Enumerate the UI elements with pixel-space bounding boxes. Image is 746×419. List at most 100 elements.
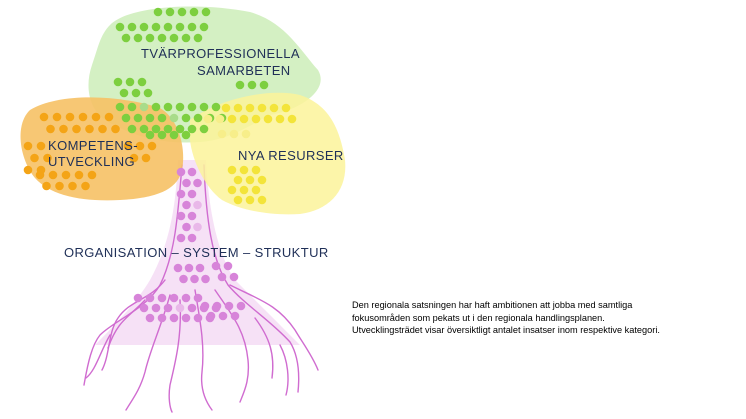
description-line: Den regionala satsningen har haft ambiti…	[352, 300, 633, 310]
dot-org	[145, 293, 155, 303]
dot-org	[175, 303, 185, 313]
dot-kompetens	[23, 141, 33, 151]
dot-nya	[269, 103, 279, 113]
dot-kompetens	[39, 112, 49, 122]
dot-tvarpro	[153, 7, 163, 17]
dot-kompetens	[48, 170, 58, 180]
dot-tvarpro	[139, 22, 149, 32]
dot-kompetens	[43, 153, 52, 163]
dot-tvarpro	[175, 124, 185, 134]
dot-kompetens	[61, 170, 71, 180]
dot-org	[176, 189, 186, 199]
dot-tvarpro	[127, 102, 137, 112]
dot-kompetens	[78, 112, 88, 122]
dot-tvarpro	[177, 7, 187, 17]
dot-tvarpro	[181, 113, 191, 123]
dot-org	[133, 293, 143, 303]
dot-org	[187, 233, 197, 243]
dot-kompetens	[23, 165, 33, 175]
dot-tvarpro	[115, 102, 125, 112]
dot-tvarpro	[133, 33, 143, 43]
dot-org	[163, 303, 173, 313]
description-line: Utvecklingsträdet visar översiktligt ant…	[352, 325, 660, 335]
dot-nya	[239, 185, 249, 195]
dot-tvarpro	[193, 33, 203, 43]
dot-nya	[257, 175, 267, 185]
dot-kompetens	[30, 153, 39, 163]
dot-org	[224, 301, 234, 311]
dot-org	[176, 211, 186, 221]
dot-tvarpro	[189, 7, 199, 17]
dot-tvarpro	[169, 33, 179, 43]
dot-tvarpro	[187, 124, 197, 134]
dot-nya	[257, 103, 267, 113]
label-nya-resurser: NYA RESURSER	[238, 148, 344, 163]
dot-kompetens	[36, 141, 46, 151]
dot-nya	[239, 114, 249, 124]
dot-tvarpro	[199, 124, 209, 134]
dot-org	[145, 313, 155, 323]
dot-tvarpro	[151, 22, 161, 32]
dot-kompetens	[147, 141, 157, 151]
label-tvarprofessionella-line1: TVÄRPROFESSIONELLA	[141, 46, 300, 61]
dot-nya	[251, 165, 261, 175]
dot-tvarpro	[187, 102, 197, 112]
dot-org	[195, 263, 205, 273]
dot-tvarpro	[235, 80, 245, 90]
dot-tvarpro	[127, 22, 137, 32]
dot-tvarpro	[165, 7, 175, 17]
dot-kompetens	[65, 112, 75, 122]
dot-org	[193, 313, 203, 323]
dot-org	[139, 303, 149, 313]
blob-nya-resurser	[190, 92, 346, 215]
dot-kompetens	[111, 124, 120, 134]
dot-org	[212, 301, 222, 311]
dot-tvarpro	[121, 113, 131, 123]
dot-tvarpro	[139, 124, 149, 134]
dot-kompetens	[68, 181, 77, 191]
dot-org	[184, 263, 194, 273]
dot-kompetens	[72, 124, 81, 134]
dot-nya	[217, 129, 227, 139]
dot-tvarpro	[175, 102, 185, 112]
blob-kompetensutveckling	[20, 97, 184, 201]
dot-org	[169, 313, 179, 323]
dot-org	[157, 293, 167, 303]
dot-nya	[227, 185, 237, 195]
dot-org	[218, 311, 228, 321]
dot-nya	[233, 195, 243, 205]
dot-nya	[233, 103, 243, 113]
dot-tvarpro	[201, 7, 211, 17]
dot-nya	[245, 175, 255, 185]
dot-org	[201, 274, 210, 284]
dot-tvarpro	[145, 130, 155, 140]
dot-tvarpro	[157, 130, 167, 140]
dot-org	[157, 313, 167, 323]
label-organisation: ORGANISATION – SYSTEM – STRUKTUR	[64, 245, 329, 260]
dot-tvarpro	[163, 22, 173, 32]
dot-tvarpro	[211, 102, 221, 112]
tree-roots	[83, 164, 319, 413]
dot-tvarpro	[151, 124, 161, 134]
dot-tvarpro	[137, 77, 147, 87]
dot-org	[187, 167, 197, 177]
dot-kompetens	[85, 124, 94, 134]
dot-org	[200, 301, 210, 311]
dot-org	[193, 222, 202, 232]
dot-tvarpro	[145, 113, 155, 123]
dot-tvarpro	[199, 102, 209, 112]
dot-kompetens	[52, 112, 62, 122]
dot-kompetens	[91, 112, 101, 122]
dot-tvarpro	[115, 22, 125, 32]
dot-tvarpro	[157, 113, 167, 123]
dot-tvarpro	[199, 22, 209, 32]
description-line: fokusområden som pekats ut i den regiona…	[352, 312, 605, 323]
dot-org	[230, 311, 240, 321]
dot-tvarpro	[181, 33, 191, 43]
dot-tvarpro	[163, 124, 173, 134]
label-tvarprofessionella-line2: SAMARBETEN	[197, 63, 291, 78]
dot-tvarpro	[187, 22, 197, 32]
dot-tvarpro	[113, 77, 123, 87]
dot-kompetens	[46, 124, 55, 134]
dot-tvarpro	[259, 80, 269, 90]
